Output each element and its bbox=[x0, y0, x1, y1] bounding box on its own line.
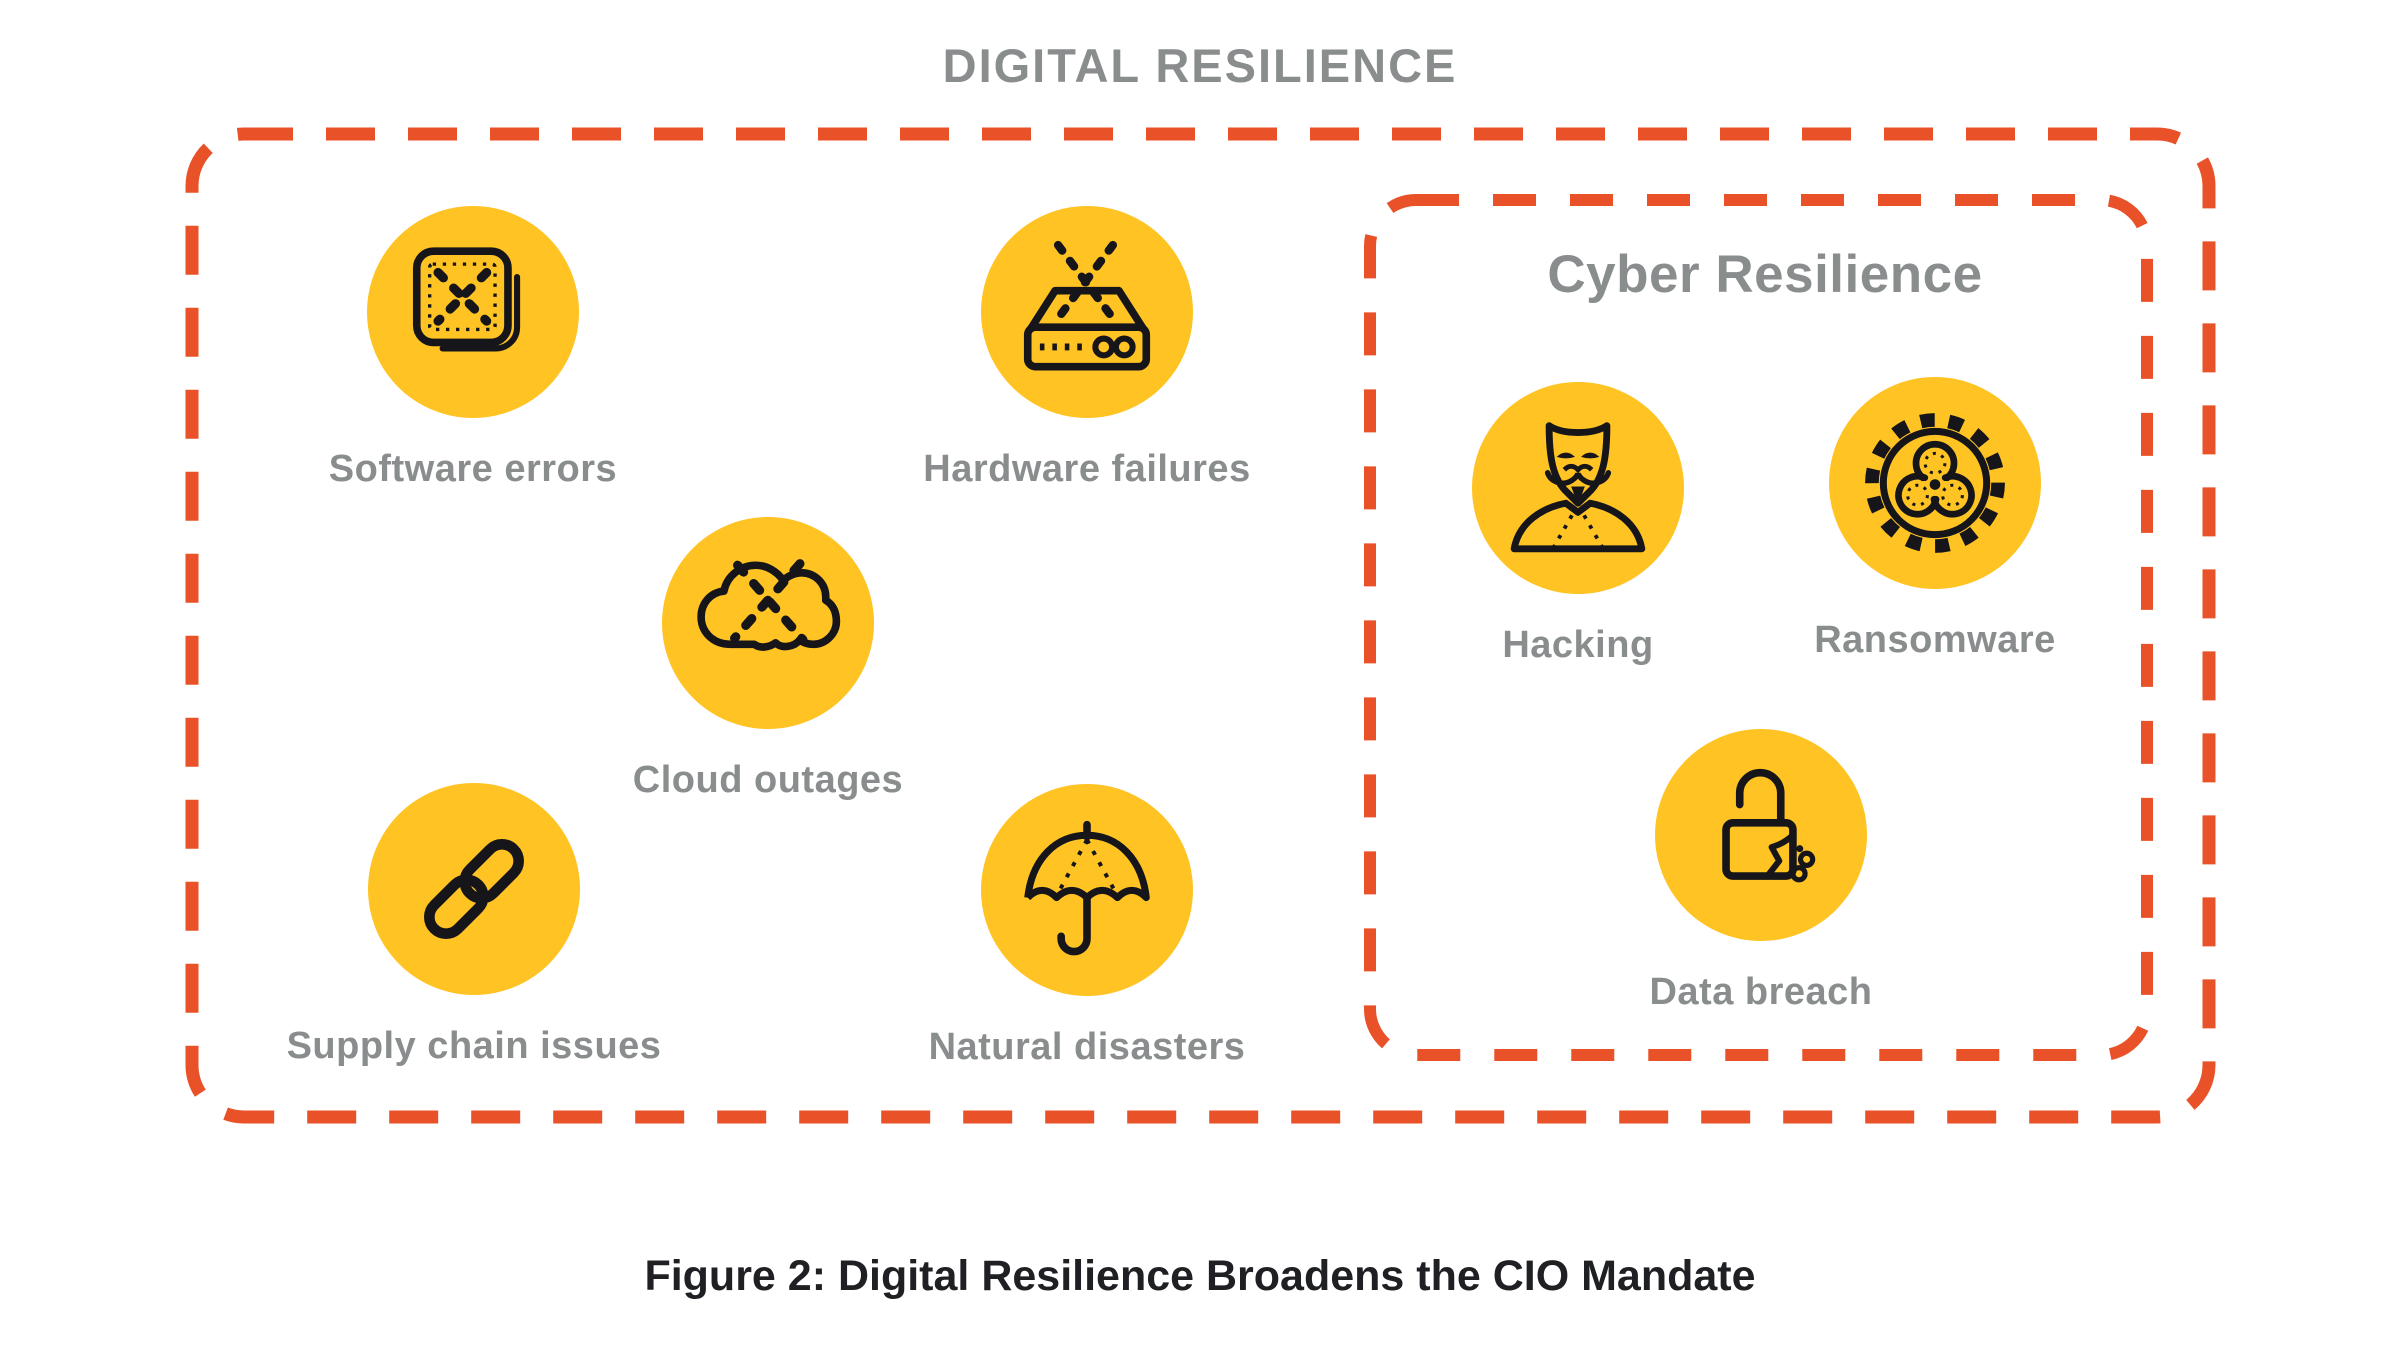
item-hacking: Hacking bbox=[1348, 382, 1808, 667]
item-label: Supply chain issues bbox=[286, 1025, 662, 1067]
software-errors-icon bbox=[367, 206, 579, 418]
item-label: Hardware failures bbox=[923, 448, 1251, 490]
item-natural-disasters: Natural disasters bbox=[857, 784, 1317, 1069]
item-supply-chain-issues: Supply chain issues bbox=[244, 783, 704, 1068]
item-data-breach: Data breach bbox=[1531, 729, 1991, 1014]
supply-chain-icon bbox=[368, 783, 580, 995]
item-label: Ransomware bbox=[1814, 619, 2056, 661]
hardware-failures-icon bbox=[981, 206, 1193, 418]
item-ransomware: Ransomware bbox=[1705, 377, 2165, 662]
figure-caption: Figure 2: Digital Resilience Broadens th… bbox=[644, 1252, 1756, 1300]
cyber-resilience-title: Cyber Resilience bbox=[1547, 245, 1983, 304]
item-label: Natural disasters bbox=[928, 1026, 1246, 1068]
natural-disasters-icon bbox=[981, 784, 1193, 996]
item-label: Hacking bbox=[1502, 624, 1654, 666]
hacker-mask-icon bbox=[1472, 382, 1684, 594]
item-hardware-failures: Hardware failures bbox=[857, 206, 1317, 491]
item-software-errors: Software errors bbox=[243, 206, 703, 491]
cyber-resilience-border bbox=[1364, 194, 2153, 1061]
diagram-title: DIGITAL RESILIENCE bbox=[942, 39, 1458, 92]
data-breach-icon bbox=[1655, 729, 1867, 941]
item-label: Software errors bbox=[328, 448, 618, 490]
item-label: Cloud outages bbox=[632, 759, 904, 801]
item-label: Data breach bbox=[1649, 971, 1873, 1013]
item-cloud-outages: Cloud outages bbox=[538, 517, 998, 802]
ransomware-icon bbox=[1829, 377, 2041, 589]
cloud-outages-icon bbox=[662, 517, 874, 729]
